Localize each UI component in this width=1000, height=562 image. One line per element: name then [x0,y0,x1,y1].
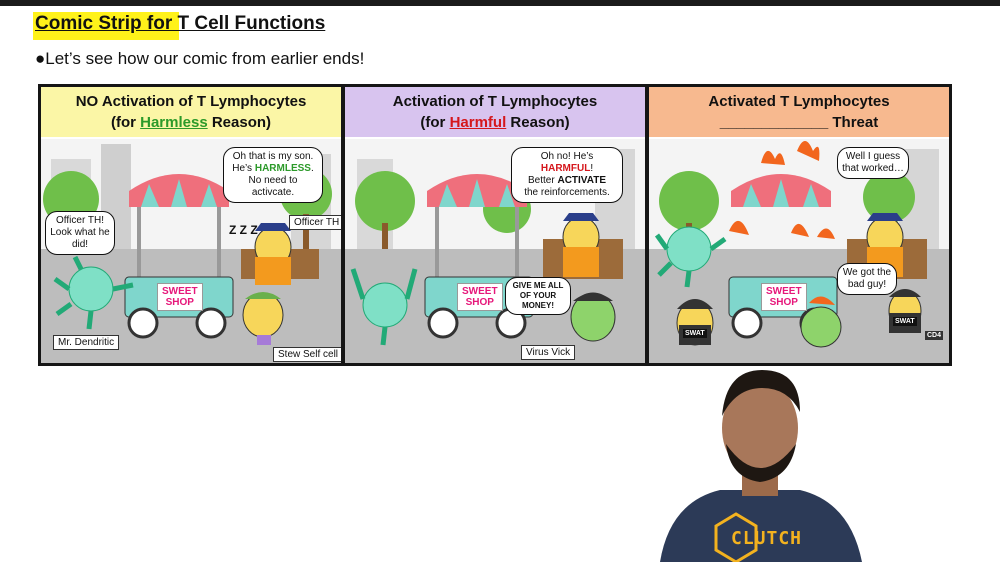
page-title: Comic Strip for T Cell Functions [35,13,326,34]
shop-sign-1-line2: SHOP [165,297,194,308]
comic-panel-2: Activation of T Lymphocytes (for Harmful… [345,87,645,363]
panel-2-title-key: Harmful [449,114,507,131]
harmful-keyword: HARMFUL [540,163,591,174]
officer-bubble-line3: No need to activcate. [248,175,298,198]
officer-label: Officer TH [289,215,341,230]
page-subtitle: ●Let’s see how our comic from earlier en… [35,49,365,68]
dendritic-label: Mr. Dendritic [53,335,120,350]
shop-sign-2-line1: SWEET [462,286,498,297]
harmless-keyword: HARMLESS [254,163,311,174]
panel-2-title-line1: Activation of T Lymphocytes [392,93,598,110]
swat-speech-bubble: We got the bad guy! [837,263,897,295]
swat-badge-right: SWAT [893,317,917,326]
officer-bubble-line2: He’s HARMLESS. [228,163,318,175]
presenter-video-overlay [660,370,862,562]
panel-1-header: NO Activation of T Lymphocytes (for Harm… [41,87,341,137]
alarm-bubble-line2: Better ACTIVATE [516,175,618,187]
officer-speech-bubble: Oh that is my son. He’s HARMLESS. No nee… [223,147,323,203]
alarm-bubble-line1-post: ! [590,163,594,174]
panel-3-title-line2: _____________ Threat [719,114,879,131]
panel-3-scene: Well I guess that worked… We got the bad… [649,139,949,363]
virus-label: Virus Vick [521,345,576,360]
officer-bubble-line2-pre: He’s [232,163,255,174]
officer-bubble-line2-post: . [310,163,314,174]
alarm-bubble-line2-pre: Better [528,175,558,186]
clutch-logo-text: CLUTCH [731,528,803,549]
panel-3-title-line1: Activated T Lymphocytes [708,93,890,110]
virus-speech-bubble: GIVE ME ALL OF YOUR MONEY! [505,277,571,315]
panel-2-title-post: Reason) [506,114,570,131]
alarm-bubble-line1-pre: Oh no! He’s [540,151,594,162]
cd4-badge: CD4 [925,331,944,340]
panel-1-title-line2: (for Harmless Reason) [41,112,341,133]
panel-3-header: Activated T Lymphocytes _____________ Th… [649,87,949,137]
officer-alarm-speech-bubble: Oh no! He’s HARMFUL! Better ACTIVATE the… [511,147,623,203]
title-block: Comic Strip for T Cell Functions [33,10,325,40]
officer-bubble-line1: Oh that is my son. [232,151,314,162]
panel-1-scene: Officer TH! Look what he did! Oh that is… [41,139,341,363]
swat-badge-left: SWAT [683,329,707,338]
panel-2-title-pre: (for [420,114,450,131]
sleep-zzz: Z Z Z [229,223,258,237]
shop-sign-2-line2: SHOP [465,297,494,308]
comic-panel-1: NO Activation of T Lymphocytes (for Harm… [41,87,341,363]
officer-relief-speech-bubble: Well I guess that worked… [837,147,909,179]
panel-1-title-pre: (for [110,114,141,131]
panel-1-title-post: Reason) [207,114,272,131]
activate-keyword: ACTIVATE [557,175,606,186]
shop-sign-3-line1: SWEET [766,286,802,297]
shop-sign-1-line1: SWEET [162,286,198,297]
dendritic-speech-bubble: Officer TH! Look what he did! [45,211,115,255]
comic-panel-3: Activated T Lymphocytes _____________ Th… [649,87,949,363]
panel-1-title-line1: NO Activation of T Lymphocytes [75,93,307,110]
top-bar [0,0,1000,6]
comic-strip: NO Activation of T Lymphocytes (for Harm… [38,84,952,366]
panel-1-title-key: Harmless [140,114,208,131]
panel-2-title-line2: (for Harmful Reason) [345,112,645,133]
title-highlight [33,12,179,40]
shop-sign-3-line2: SHOP [769,297,798,308]
panel-2-scene: Oh no! He’s HARMFUL! Better ACTIVATE the… [345,139,645,363]
panel-2-header: Activation of T Lymphocytes (for Harmful… [345,87,645,137]
alarm-bubble-line1: Oh no! He’s HARMFUL! [516,151,618,175]
alarm-bubble-line3: the reinforcements. [524,187,610,198]
self-cell-label: Stew Self cell [273,347,341,362]
